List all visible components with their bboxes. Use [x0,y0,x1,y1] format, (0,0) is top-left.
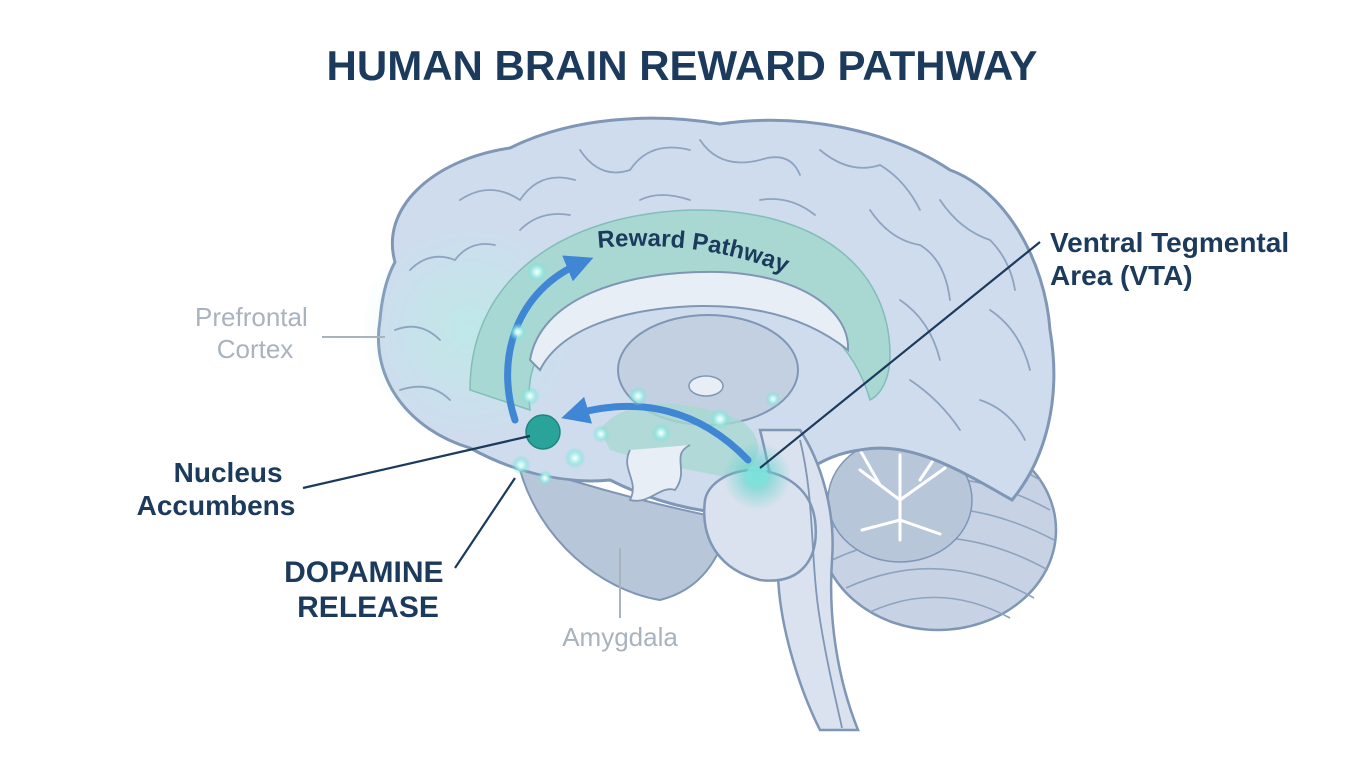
corpus-callosum [528,270,850,372]
spinal-canal [799,439,843,729]
diagram-title: HUMAN BRAIN REWARD PATHWAY [327,42,1038,89]
amygdala-label: Amygdala [562,622,678,652]
cortex-folds [394,139,1031,441]
nucleus-label: Nucleus Accumbens [137,457,296,521]
dopamine-particles [509,261,781,486]
dopamine-leader [454,477,516,569]
thalamus-core [688,375,724,397]
prefrontal-label: Prefrontal Cortex [195,302,315,364]
nucleus-accumbens [525,414,561,450]
dopamine-label: DOPAMINE RELEASE [284,556,452,624]
vta-label: Ventral Tegmental Area (VTA) [1050,227,1297,291]
vta-leader [759,241,1041,469]
vta-core [746,465,768,487]
nucleus-leader [302,434,531,490]
vta-to-nucleus-arrow [561,396,752,464]
hypothalamus [626,444,691,502]
